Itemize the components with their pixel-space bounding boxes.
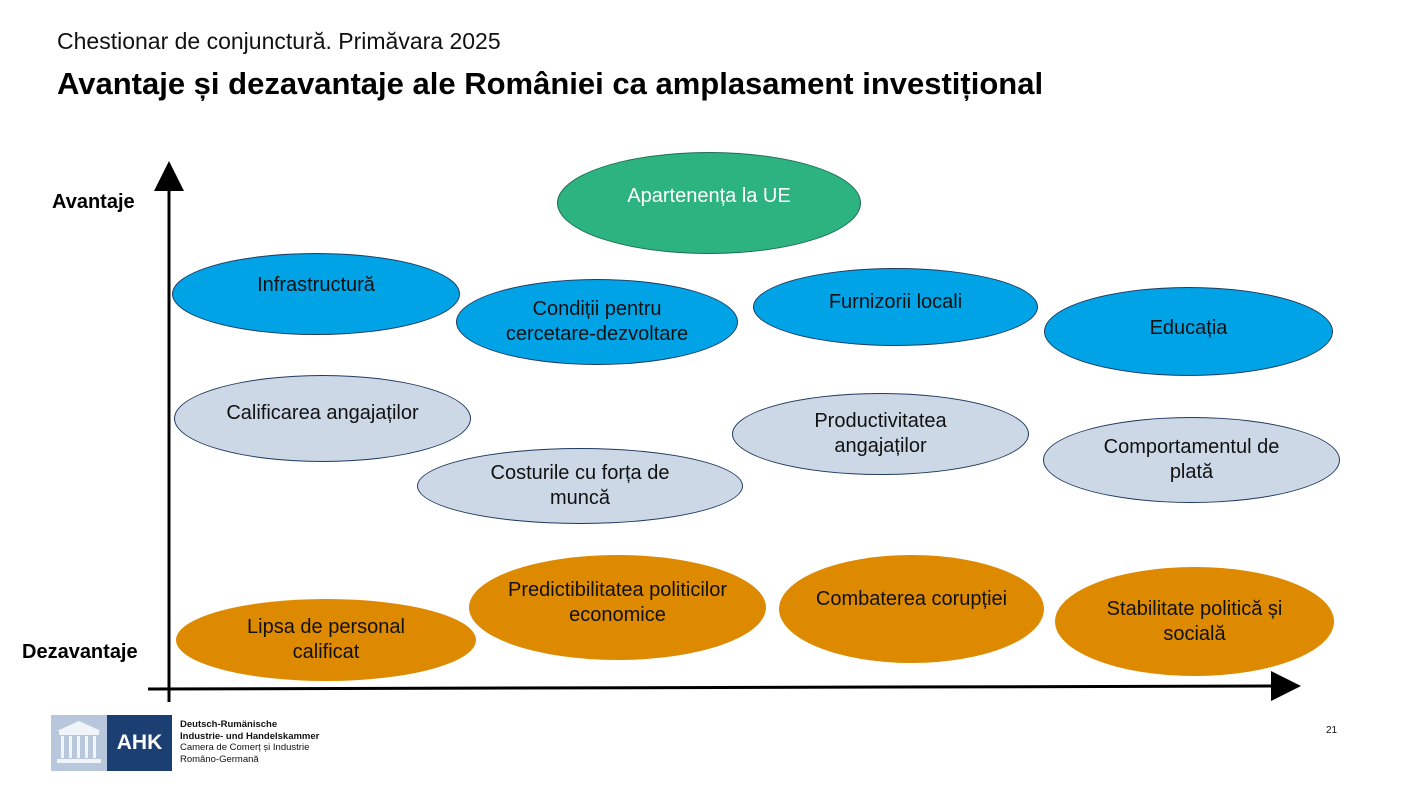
bubble-label: Comportamentul de plată <box>1103 436 1280 483</box>
bubble-payment-behavior: Comportamentul de plată <box>1043 417 1340 503</box>
bubble-label: Combaterea corupției <box>815 587 1008 610</box>
x-axis <box>147 671 1301 702</box>
bubble-label: Infrastructură <box>257 273 375 296</box>
bubble-label: Furnizorii locali <box>828 290 963 313</box>
org-line: Camera de Comerț și Industrie <box>180 742 310 753</box>
bubble-label: Educația <box>1149 317 1228 339</box>
org-name: Deutsch-Rumänische Industrie- und Handel… <box>180 719 319 765</box>
bubble-label: Costurile cu forța de muncă <box>490 462 670 509</box>
bubble-infrastructure: Infrastructură <box>172 253 460 335</box>
bubble-label: Lipsa de personal calificat <box>247 616 405 663</box>
ahk-logo: AHK <box>51 715 172 771</box>
bubble-label: Condiții pentru cercetare-dezvoltare <box>505 298 689 345</box>
bubble-labor-costs: Costurile cu forța de muncă <box>417 448 743 524</box>
org-line: Deutsch-Rumänische <box>180 719 278 730</box>
axis-label-advantages: Avantaje <box>52 191 135 213</box>
bubble-local-suppliers: Furnizorii locali <box>753 268 1038 346</box>
axis-label-disadvantages: Dezavantaje <box>22 641 138 663</box>
bubble-employee-qualification: Calificarea angajaților <box>174 375 471 462</box>
bubble-label: Predictibilitatea politicilor economice <box>508 578 727 626</box>
bubble-skilled-labor-shortage: Lipsa de personal calificat <box>176 599 476 681</box>
bubble-research-conditions: Condiții pentru cercetare-dezvoltare <box>456 279 738 365</box>
org-line: Româno-Germană <box>180 753 259 765</box>
bubble-employee-productivity: Productivitatea angajaților <box>732 393 1029 475</box>
bubble-eu-membership: Apartenența la UE <box>557 152 861 254</box>
building-icon <box>51 715 107 771</box>
ahk-wordmark: AHK <box>107 715 172 771</box>
bubble-anti-corruption: Combaterea corupției <box>779 555 1044 663</box>
org-line: Industrie- und Handelskammer <box>180 730 320 742</box>
bubble-label: Productivitatea angajaților <box>814 410 947 457</box>
bubble-political-social-stability: Stabilitate politică și socială <box>1055 567 1334 676</box>
page-title: Avantaje și dezavantaje ale României ca … <box>57 66 1044 101</box>
bubble-label: Stabilitate politică și socială <box>1106 597 1283 645</box>
page-number: 21 <box>1326 725 1338 736</box>
bubble-label: Calificarea angajaților <box>226 402 419 424</box>
subtitle: Chestionar de conjunctură. Primăvara 202… <box>57 28 501 54</box>
bubble-education: Educația <box>1044 287 1333 376</box>
bubble-label: Apartenența la UE <box>627 184 791 207</box>
bubble-economic-policy-predictability: Predictibilitatea politicilor economice <box>469 555 766 660</box>
